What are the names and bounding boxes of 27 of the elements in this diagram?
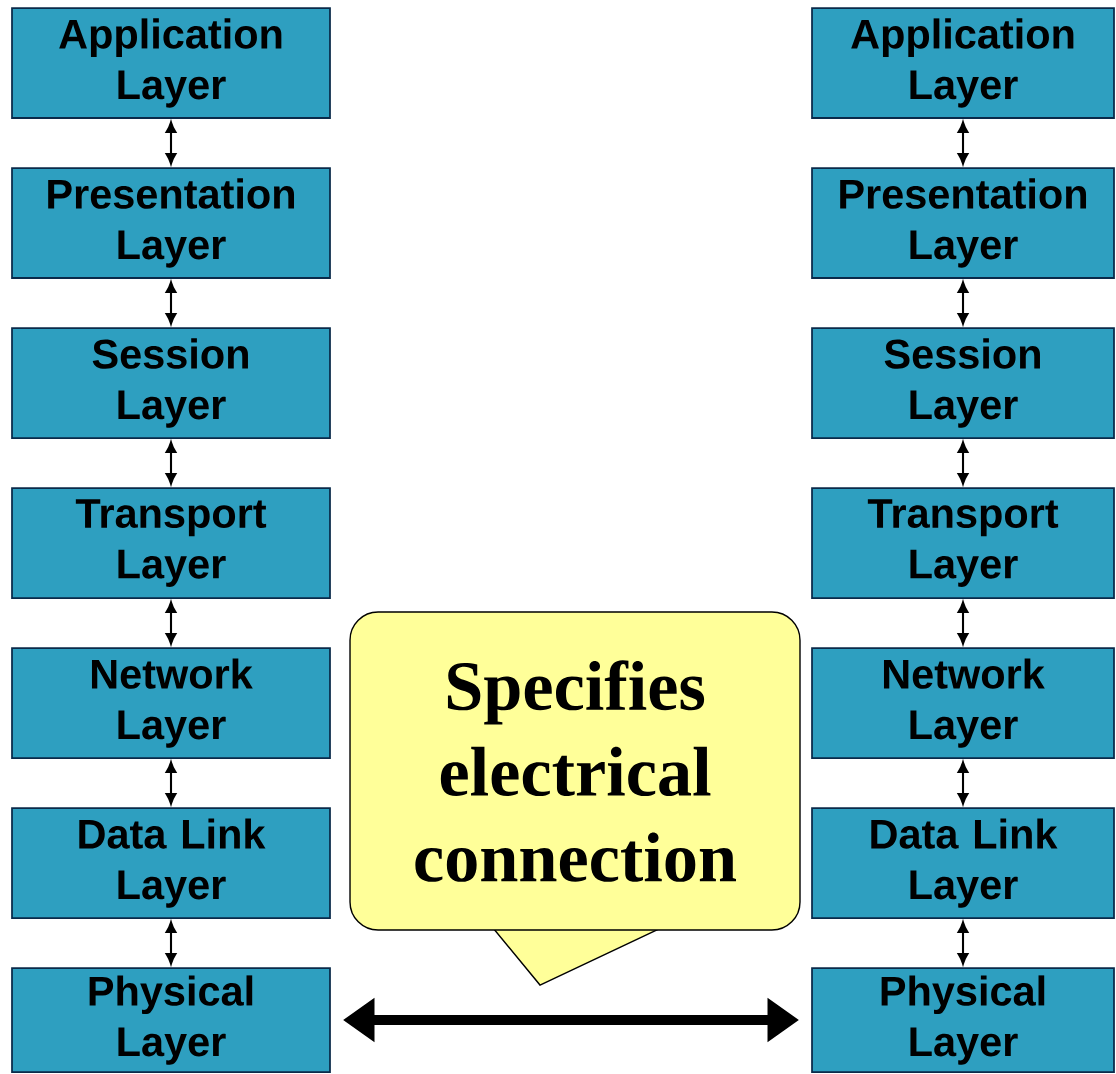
layer-box: Network Layer bbox=[11, 647, 331, 759]
arrow bbox=[957, 601, 969, 645]
arrow bbox=[165, 601, 177, 645]
arrow bbox=[957, 121, 969, 165]
layer-box: Session Layer bbox=[11, 327, 331, 439]
arrow bbox=[165, 761, 177, 805]
arrow bbox=[957, 761, 969, 805]
layer-box: Physical Layer bbox=[11, 967, 331, 1073]
layer-box: Application Layer bbox=[11, 7, 331, 119]
layer-box: Physical Layer bbox=[811, 967, 1115, 1073]
arrow bbox=[165, 441, 177, 485]
arrow bbox=[957, 281, 969, 325]
arrow bbox=[165, 281, 177, 325]
layer-box: Application Layer bbox=[811, 7, 1115, 119]
layer-box: Network Layer bbox=[811, 647, 1115, 759]
layer-box: Transport Layer bbox=[11, 487, 331, 599]
arrow bbox=[165, 121, 177, 165]
arrow bbox=[165, 921, 177, 965]
layer-box: Data Link Layer bbox=[11, 807, 331, 919]
arrow bbox=[957, 441, 969, 485]
arrow bbox=[957, 921, 969, 965]
layer-box: Presentation Layer bbox=[811, 167, 1115, 279]
layer-box: Data Link Layer bbox=[811, 807, 1115, 919]
speech-bubble: Specifies electrical connection bbox=[349, 611, 801, 986]
layer-box: Presentation Layer bbox=[11, 167, 331, 279]
layer-box: Session Layer bbox=[811, 327, 1115, 439]
layer-box: Transport Layer bbox=[811, 487, 1115, 599]
